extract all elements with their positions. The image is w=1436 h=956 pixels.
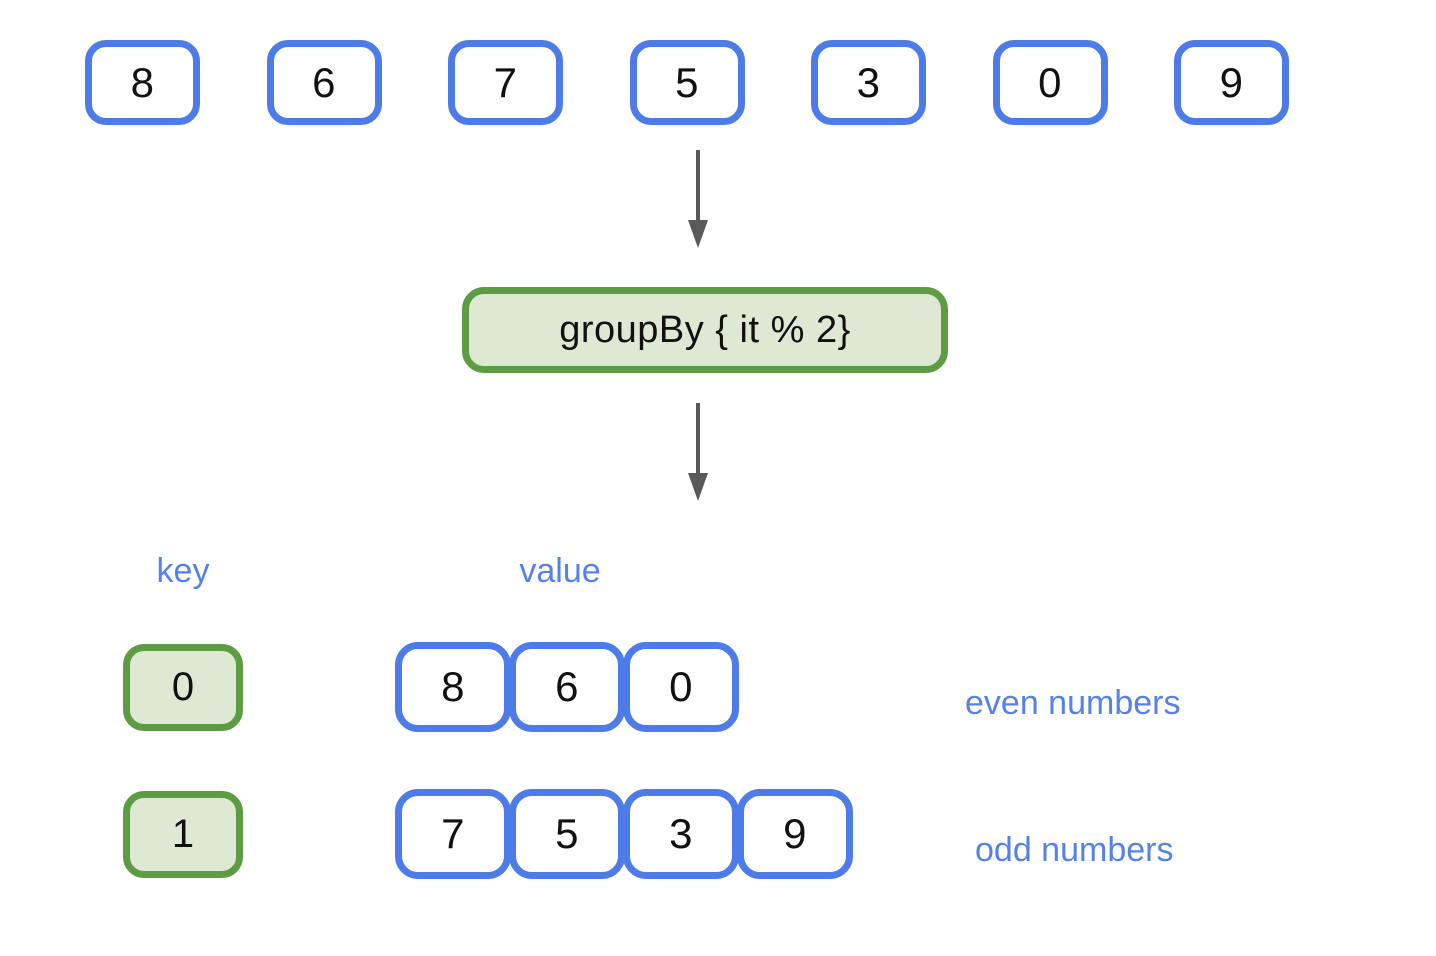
list-item: 0 xyxy=(992,40,1108,125)
group-key: 1 xyxy=(123,791,243,878)
list-item: 9 xyxy=(1174,40,1289,125)
list-item: 3 xyxy=(623,789,739,879)
key-column-header: key xyxy=(156,552,210,590)
down-arrow-icon xyxy=(688,403,708,501)
groupby-operation: groupBy { it % 2} xyxy=(462,287,948,373)
list-item: 7 xyxy=(395,789,511,879)
down-arrow-icon xyxy=(688,150,708,248)
list-item: 6 xyxy=(266,40,382,125)
list-item: 8 xyxy=(395,642,511,732)
group-key: 0 xyxy=(123,644,243,731)
list-item: 7 xyxy=(448,40,563,125)
list-item: 0 xyxy=(623,642,739,732)
group-caption: odd numbers xyxy=(975,831,1174,869)
list-item: 6 xyxy=(509,642,625,732)
group-values: 8 6 0 xyxy=(395,642,739,732)
list-item: 5 xyxy=(509,789,625,879)
list-item: 5 xyxy=(629,40,745,125)
input-list: 8 6 7 5 3 0 9 xyxy=(85,40,1289,125)
value-column-header: value xyxy=(519,552,601,590)
group-caption: even numbers xyxy=(965,684,1181,722)
list-item: 8 xyxy=(85,40,200,125)
group-values: 7 5 3 9 xyxy=(395,789,853,879)
list-item: 3 xyxy=(811,40,926,125)
list-item: 9 xyxy=(737,789,853,879)
